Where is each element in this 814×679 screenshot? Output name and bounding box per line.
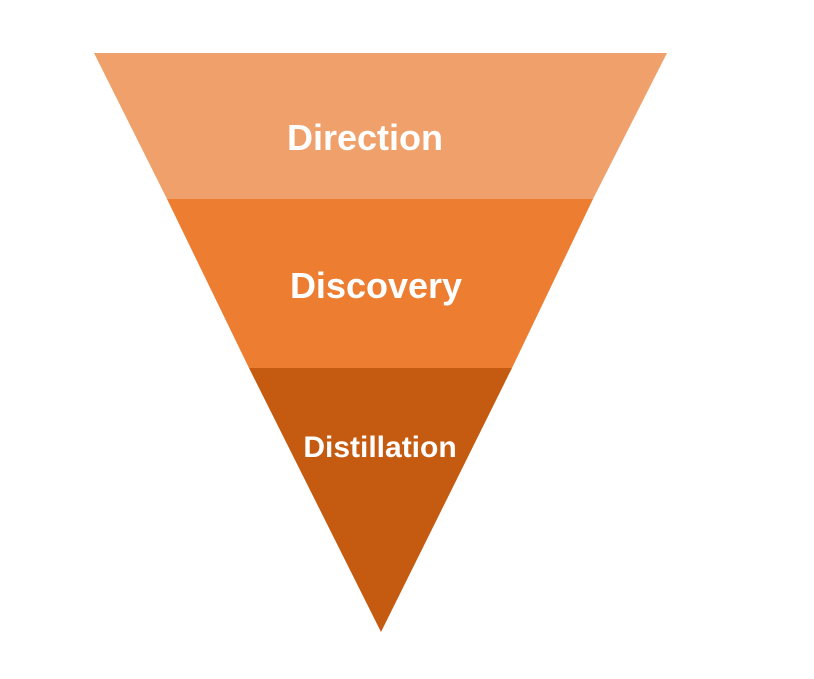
funnel-band-direction — [94, 53, 667, 199]
funnel-band-discovery — [167, 199, 593, 368]
funnel-label-discovery: Discovery — [290, 265, 462, 306]
funnel-stage-discovery: Discovery — [167, 199, 593, 368]
funnel-band-distillation — [249, 368, 512, 632]
funnel-label-distillation: Distillation — [303, 431, 456, 464]
funnel-stage-distillation: Distillation — [249, 368, 512, 632]
funnel-label-direction: Direction — [287, 117, 443, 158]
funnel-stage-direction: Direction — [94, 53, 667, 199]
